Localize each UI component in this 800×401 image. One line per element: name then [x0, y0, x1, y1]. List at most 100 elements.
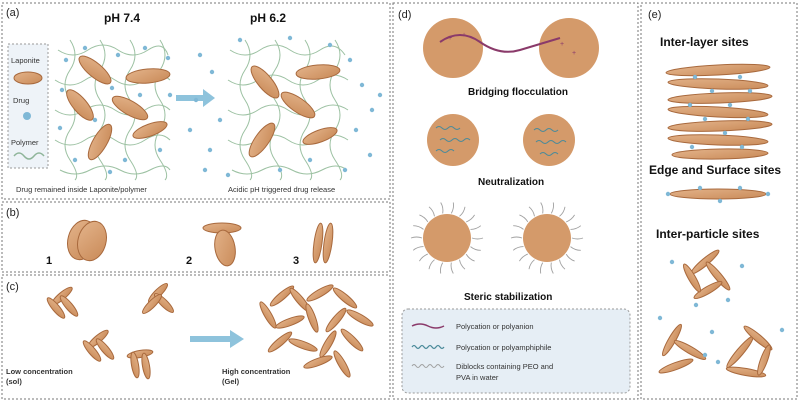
steric-caption: Steric stabilization	[464, 292, 552, 303]
diblock-chain	[450, 202, 454, 214]
legend-amphiphile-line	[411, 344, 445, 350]
diblock-chain	[410, 236, 423, 239]
diblock-chain	[450, 262, 454, 274]
panel-c-label: (c)	[6, 281, 19, 293]
diblock-chain	[459, 206, 466, 217]
diblock-chain	[559, 259, 566, 270]
stacking-label-1: 1	[46, 255, 52, 267]
diblock-chain	[550, 202, 554, 214]
diblock-chain	[510, 236, 523, 239]
steric-particle-right	[523, 214, 571, 262]
ph-left-label: pH 7.4	[104, 11, 140, 25]
gel-particles	[259, 284, 374, 378]
interlayer-drugs	[687, 74, 753, 150]
stacking-label-2: 2	[186, 255, 192, 267]
polymer-network-left	[54, 39, 171, 181]
diblock-chain	[550, 262, 554, 274]
diblock-chain	[459, 259, 466, 270]
stacking-3	[312, 222, 334, 264]
stacking-label-3: 3	[293, 255, 299, 267]
caption-left: Drug remained inside Laponite/polymer	[16, 185, 147, 194]
caption-right: Acidic pH triggered drug release	[228, 185, 335, 194]
polymer-network-right	[227, 39, 349, 181]
interparticle-title: Inter-particle sites	[656, 227, 760, 241]
panel-e-label: (e)	[648, 9, 661, 21]
svg-text:+: +	[560, 41, 564, 48]
diblock-chain	[512, 246, 524, 251]
panel-a-label: (a)	[6, 7, 19, 19]
ph-right-label: pH 6.2	[250, 11, 286, 25]
legend-polycation-line	[411, 323, 445, 329]
low-concentration-label: Low concentration	[6, 367, 73, 376]
diblock-chain	[519, 253, 528, 262]
interlayer-title: Inter-layer sites	[660, 35, 749, 49]
diblock-chain	[528, 259, 535, 270]
panel-c: (c)	[6, 281, 374, 386]
laponite-discs-left	[66, 55, 171, 161]
panel-d-legend-box	[401, 308, 631, 394]
laponite-icon	[13, 71, 43, 85]
svg-text:+: +	[448, 35, 452, 42]
drug-dots-right	[187, 35, 383, 178]
steric-diblocks	[410, 202, 584, 274]
bridging-particle-left	[423, 18, 483, 78]
bridging-polymer	[439, 34, 561, 53]
diblock-chain	[559, 206, 566, 217]
neutral-polymers	[435, 126, 567, 156]
interparticle-clusters	[658, 249, 773, 378]
legend-diblock-line	[411, 364, 445, 368]
diblock-chain	[465, 253, 475, 262]
diblock-chain	[440, 262, 444, 274]
panel-a: (a) pH 7.4 pH 6.2 Laponite Drug Polymer	[6, 7, 383, 194]
panel-a-legend-box	[7, 43, 49, 169]
steric-particle-left	[423, 214, 471, 262]
polymer-icon	[13, 152, 45, 160]
legend-diblock-2: PVA in water	[456, 373, 499, 382]
panel-d: (d) ++++ Bridging flocculation Neutraliz…	[398, 9, 631, 394]
diblock-chain	[540, 262, 544, 274]
diblock-chain	[528, 206, 535, 217]
diblock-chain	[471, 237, 484, 240]
svg-text:+: +	[572, 50, 576, 57]
diblock-chain	[428, 206, 435, 217]
panel-b-label: (b)	[6, 207, 19, 219]
diblock-chain	[540, 202, 544, 214]
bridging-particle-right	[539, 18, 599, 78]
panel-b: (b) 1 2 3	[6, 207, 334, 267]
diblock-chain	[413, 225, 424, 230]
diblock-chain	[440, 202, 444, 214]
laponite-discs-right	[248, 64, 341, 158]
legend-diblock-1: Diblocks containing PEO and	[456, 362, 553, 371]
neutral-particle-left	[427, 114, 479, 166]
high-concentration-gel: (Gel)	[222, 377, 240, 386]
svg-text:+: +	[462, 32, 466, 39]
panel-d-label: (d)	[398, 9, 411, 21]
edge-surface-drugs	[665, 185, 771, 204]
legend-polycation: Polycation or polyanion	[456, 322, 534, 331]
diblock-chain	[419, 253, 428, 262]
sol-particles	[46, 282, 175, 380]
legend-laponite: Laponite	[11, 56, 40, 65]
diblock-chain	[570, 225, 582, 230]
diblock-chain	[566, 214, 575, 223]
diblock-chain	[571, 237, 584, 240]
diblock-chain	[470, 246, 481, 251]
edge-surface-title: Edge and Surface sites	[649, 163, 781, 177]
legend-polymer: Polymer	[11, 138, 39, 147]
diblock-chain	[513, 225, 524, 230]
legend-drug: Drug	[13, 96, 29, 105]
diblock-chain	[565, 253, 575, 262]
diblock-chain	[412, 246, 424, 251]
interparticle-drugs	[657, 259, 785, 365]
bridging-charges: + + + +	[448, 32, 576, 57]
neutralization-caption: Neutralization	[478, 177, 544, 188]
panel-e: (e) Inter-layer sites Edge and Surface s…	[648, 9, 785, 378]
legend-amphiphile: Polycation or polyamphiphile	[456, 343, 551, 352]
diblock-chain	[419, 214, 429, 223]
neutral-particle-right	[523, 114, 575, 166]
diblock-chain	[470, 225, 482, 230]
diblock-chain	[570, 246, 581, 251]
drug-dots-left	[57, 45, 173, 175]
